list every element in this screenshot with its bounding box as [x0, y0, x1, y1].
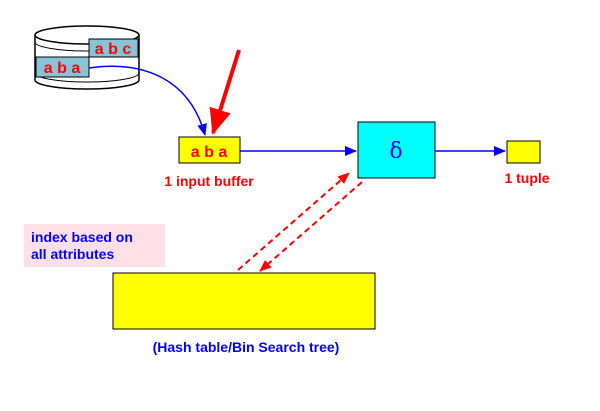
disk-block-top-label: a b c [95, 41, 132, 58]
output-caption: 1 tuple [504, 170, 549, 186]
disk-to-buffer-arrow [88, 65, 207, 136]
disk-block-bottom [35, 56, 90, 78]
index-structure-caption: (Hash table/Bin Search tree) [153, 339, 340, 355]
index-note-bg [24, 224, 165, 267]
input-buffer [178, 136, 241, 164]
disk-block-top [88, 38, 139, 58]
disk-block-bottom-label: a b a [44, 60, 81, 77]
operator-to-index-dashed-arrow [259, 181, 363, 272]
index-note-line2: all attributes [31, 246, 114, 262]
index-note-line1: index based on [31, 229, 133, 245]
delta-symbol: δ [389, 139, 402, 164]
focus-arrow [209, 49, 241, 135]
delta-operator-box [357, 121, 436, 179]
output-tuple-box [506, 140, 541, 164]
index-to-operator-dashed-arrow [237, 172, 350, 271]
input-buffer-content: a b a [191, 144, 228, 161]
input-buffer-caption: 1 input buffer [164, 173, 254, 189]
index-structure-box [112, 272, 376, 330]
